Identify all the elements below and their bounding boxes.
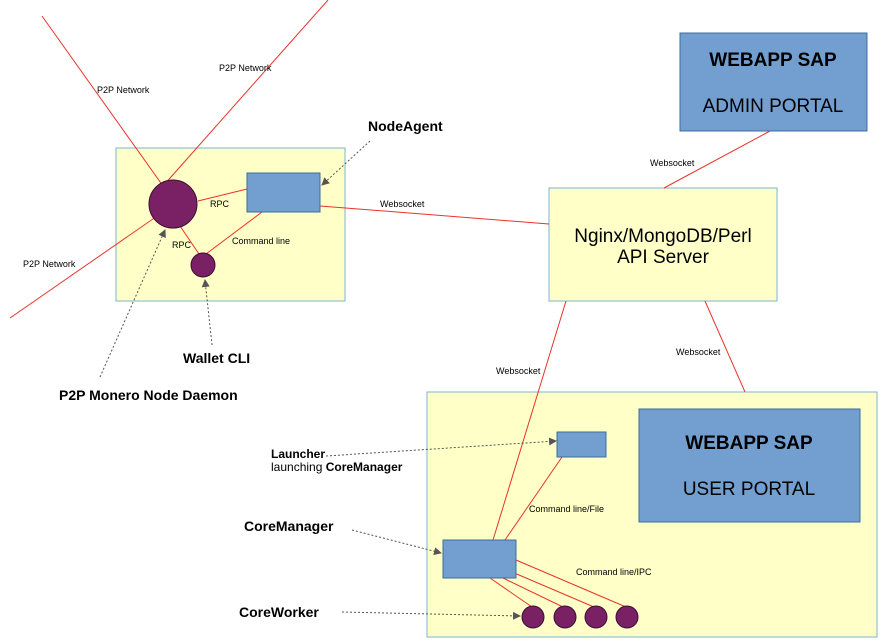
p2p-link-upper-left	[41, 15, 164, 187]
callout-arrow-launcher	[325, 437, 557, 457]
callout-arrow-core-manager	[351, 529, 442, 556]
p2p-link-lower-left	[9, 211, 164, 319]
user-portal-title: WEBAPP SAP	[685, 433, 813, 454]
launcher-box	[556, 431, 607, 458]
callout-arrow-wallet-cli	[201, 279, 213, 346]
core-manager-box	[442, 539, 517, 579]
launcher-description: launching CoreManager	[271, 460, 403, 474]
websocket-label-3: Websocket	[496, 366, 541, 376]
ipc-link-worker-3	[511, 571, 595, 608]
launcher-description-target: CoreManager	[326, 460, 403, 474]
websocket-server-userportal	[704, 300, 746, 393]
rpc-link-daemon-wallet	[179, 225, 200, 255]
wallet-cli-node	[190, 252, 216, 278]
core-worker-node-4	[615, 605, 639, 629]
cmd-link-coremanager-launcher	[504, 456, 563, 541]
api-server-label-line2: API Server	[617, 247, 710, 268]
p2p-link-upper-right	[162, 0, 329, 187]
monero-daemon-label: P2P Monero Node Daemon	[59, 387, 238, 403]
api-server-box	[548, 187, 778, 302]
core-manager-label: CoreManager	[244, 518, 334, 534]
launcher-label: Launcher	[271, 447, 325, 461]
admin-portal-title: WEBAPP SAP	[709, 50, 837, 71]
rpc-label-1: RPC	[210, 199, 230, 209]
ipc-link-worker-1	[489, 577, 533, 608]
node-agent-box	[246, 172, 321, 213]
core-worker-node-2	[553, 605, 577, 629]
core-worker-node-1	[521, 605, 545, 629]
websocket-label-4: Websocket	[676, 347, 721, 357]
ipc-link-worker-2	[502, 577, 564, 608]
websocket-admin-server	[663, 130, 771, 189]
core-worker-node-3	[584, 605, 608, 629]
user-portal-subtitle: USER PORTAL	[683, 479, 815, 500]
command-line-file-label: Command line/File	[529, 504, 604, 514]
websocket-label-2: Websocket	[650, 158, 695, 168]
websocket-agent-server	[319, 205, 550, 225]
wallet-cli-label: Wallet CLI	[183, 350, 250, 366]
p2p-network-label-2: P2P Network	[219, 63, 272, 73]
ipc-link-worker-4	[515, 559, 627, 608]
core-worker-label: CoreWorker	[239, 604, 319, 620]
callout-arrow-monero-daemon	[99, 229, 166, 378]
command-line-label: Command line	[232, 236, 290, 246]
node-host-container	[115, 147, 346, 302]
admin-portal-box	[679, 32, 868, 132]
rpc-link-daemon-agent	[197, 188, 248, 202]
p2p-network-label-1: P2P Network	[97, 85, 150, 95]
launcher-description-prefix: launching	[271, 460, 326, 474]
websocket-server-coremanager	[492, 300, 567, 541]
command-line-ipc-label: Command line/IPC	[576, 567, 652, 577]
monero-daemon-node	[148, 179, 198, 229]
callout-arrow-node-agent	[321, 140, 371, 186]
admin-portal-subtitle: ADMIN PORTAL	[703, 96, 844, 117]
rpc-label-2: RPC	[172, 240, 192, 250]
callout-arrow-core-worker	[341, 611, 521, 620]
user-portal-box	[638, 408, 861, 523]
api-server-label-line1: Nginx/MongoDB/Perl	[574, 226, 751, 247]
p2p-network-label-3: P2P Network	[23, 259, 76, 269]
node-agent-label: NodeAgent	[368, 118, 443, 134]
cmd-link-agent-wallet	[205, 211, 263, 255]
websocket-label-1: Websocket	[380, 199, 425, 209]
